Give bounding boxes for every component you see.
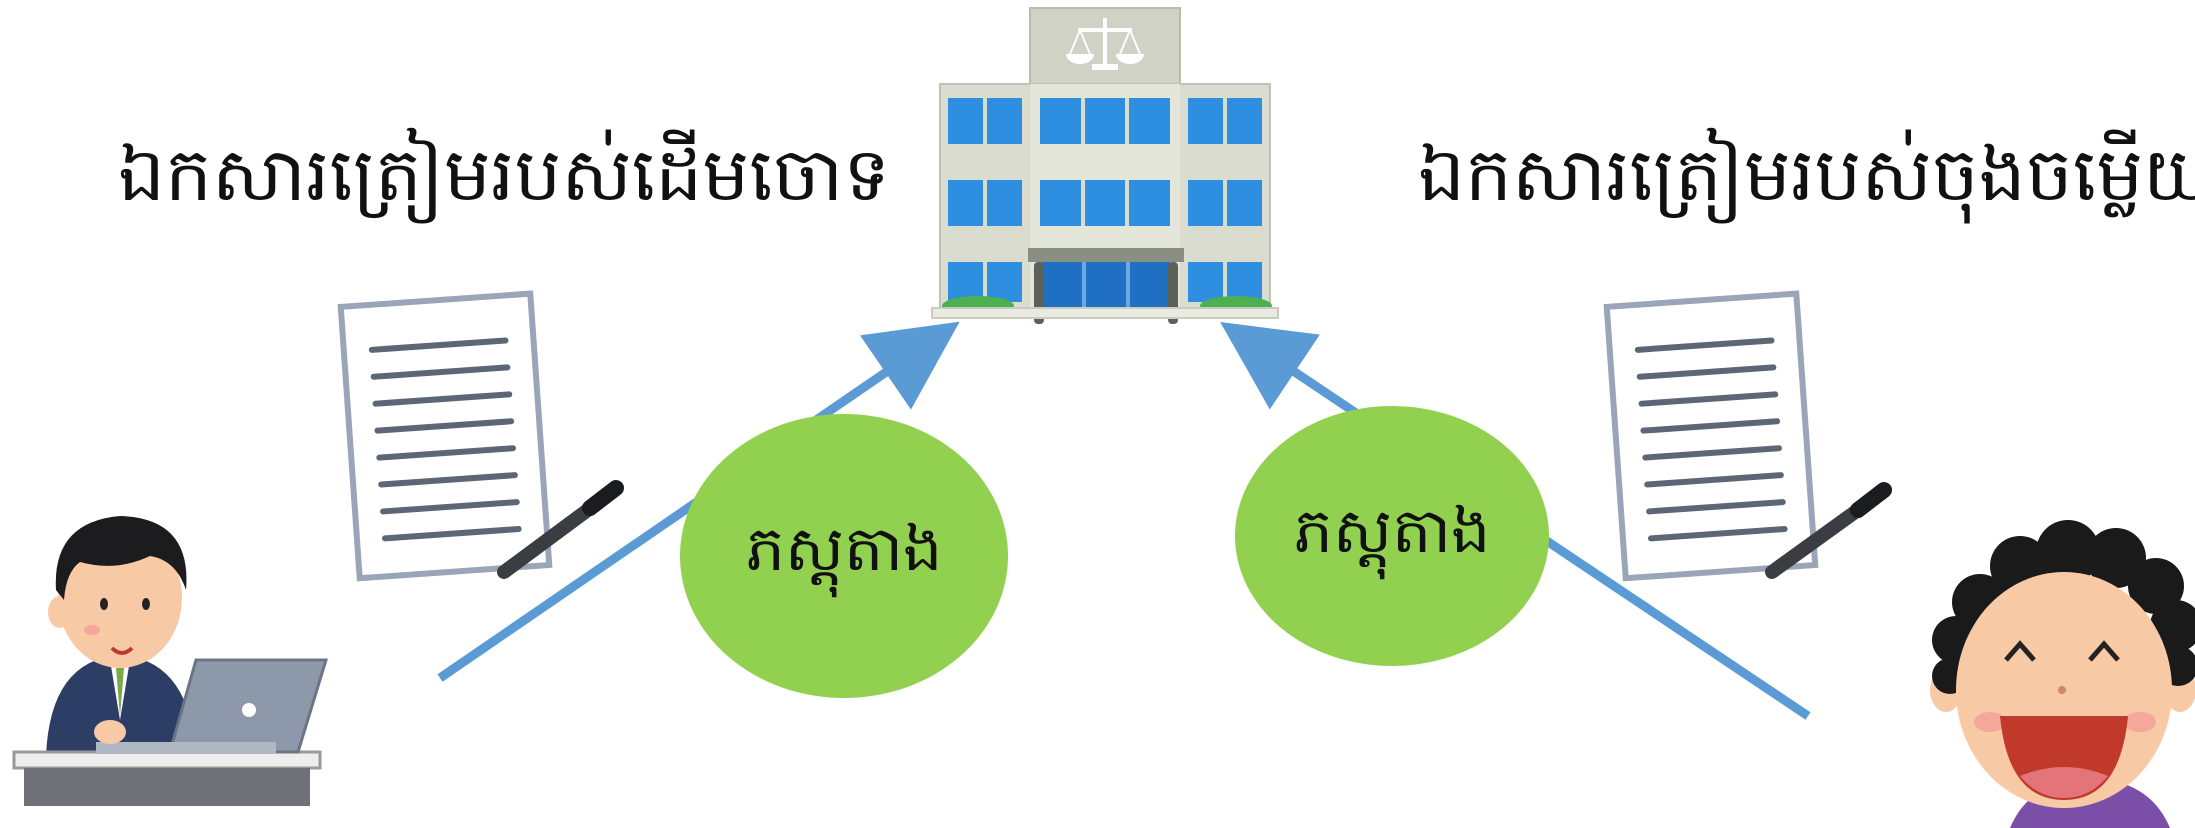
left-title: ឯកសារត្រៀមរបស់ដើមចោទ [118, 132, 891, 218]
pen-icon [1765, 482, 1892, 579]
right-evidence-bubble [1235, 406, 1549, 666]
plaintiff-person-icon [12, 516, 329, 806]
right-title: ឯកសារត្រៀមរបស់ចុងចម្លើយ [1418, 132, 2195, 218]
left-evidence-bubble [680, 414, 1008, 698]
defendant-person-icon [1930, 520, 2195, 828]
document-icon [337, 290, 553, 582]
courthouse-icon [931, 7, 1279, 324]
pen-icon [497, 480, 624, 579]
document-icon [1603, 290, 1819, 582]
left-arrow [437, 321, 960, 682]
right-evidence-label: ភស្តុតាង [1293, 494, 1491, 567]
left-evidence-label: ភស្តុតាង [745, 512, 943, 585]
